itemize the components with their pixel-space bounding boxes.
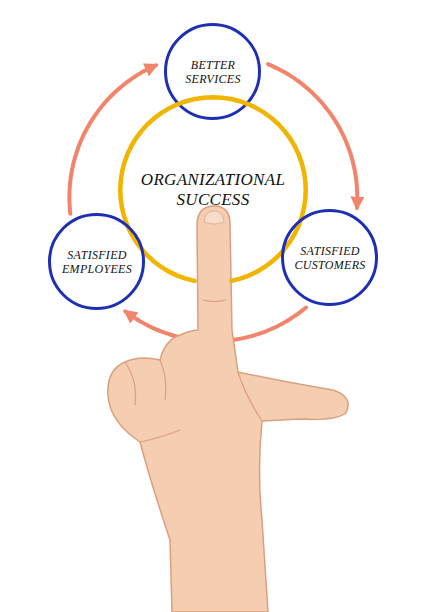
finger-crease xyxy=(125,300,262,442)
center-circle: ORGANIZATIONAL SUCCESS xyxy=(118,95,308,285)
cycle-arrow xyxy=(69,65,156,214)
ring xyxy=(283,211,377,305)
topic-circle: SATISFIED EMPLOYEES xyxy=(48,213,145,310)
nail xyxy=(204,211,224,224)
topic-circle: SATISFIED CUSTOMERS xyxy=(281,209,378,306)
center-label: ORGANIZATIONAL SUCCESS xyxy=(127,170,299,211)
circle-label: SATISFIED CUSTOMERS xyxy=(290,244,370,273)
circle-label: BETTER SERVICES xyxy=(173,58,253,87)
ring xyxy=(120,97,306,281)
circle-label: SATISFIED EMPLOYEES xyxy=(57,248,137,277)
ring xyxy=(50,215,144,309)
